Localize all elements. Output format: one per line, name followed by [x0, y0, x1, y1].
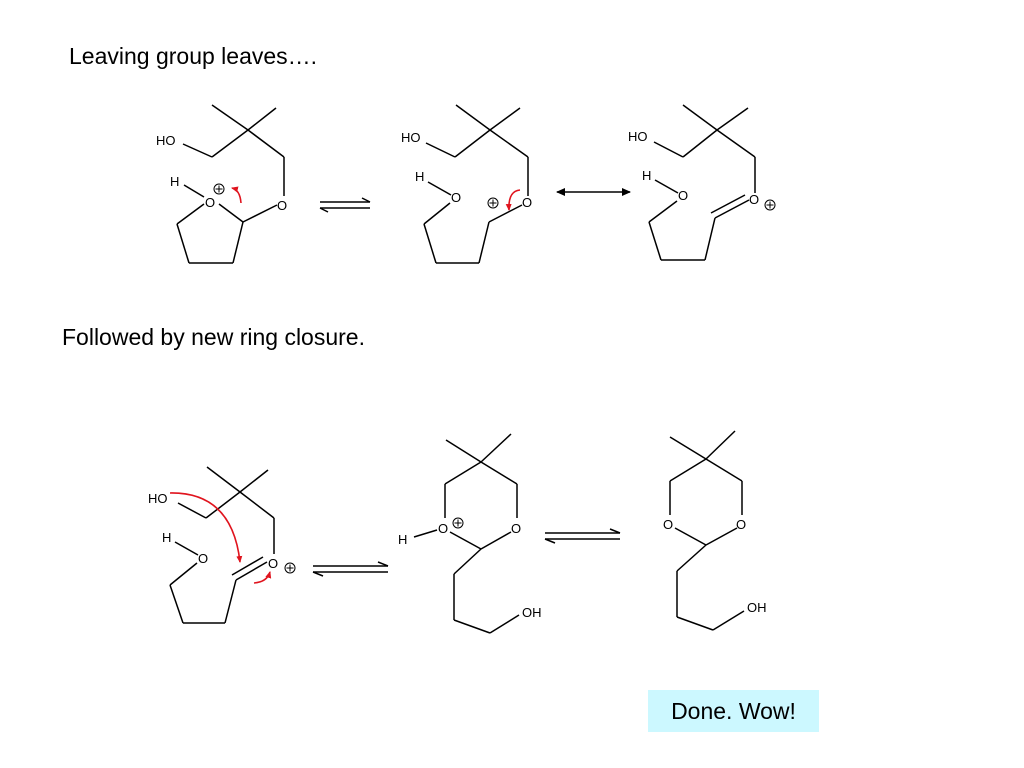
equilibrium-arrow-icon — [319, 197, 371, 213]
plus-charge-icon — [452, 517, 464, 529]
oxonium-oxygen-label: O — [268, 556, 278, 571]
hydroxyl-oxygen-label: O — [678, 188, 688, 203]
structure-oxocarbenium: HO H O O — [628, 104, 776, 261]
structure-ring-closure-attack: HO H O O — [148, 466, 296, 624]
hydroxyl-oxygen-label: O — [451, 190, 461, 205]
plus-charge-icon — [284, 562, 296, 574]
ring-oxygen-label: O — [511, 521, 521, 536]
hydroxyl-label: OH — [747, 600, 767, 615]
electron-arrow-icon — [505, 189, 521, 211]
electron-arrow-icon — [231, 186, 242, 204]
heading-leaving-group: Leaving group leaves…. — [69, 43, 318, 69]
hydrogen-label: H — [170, 174, 179, 189]
hydrogen-label: H — [398, 532, 407, 547]
oxonium-oxygen-label: O — [749, 192, 759, 207]
hydrogen-label: H — [162, 530, 171, 545]
structure-protonated-dioxane: O O H OH — [398, 433, 542, 634]
ring-oxygen-label: O — [663, 517, 673, 532]
hydroxyl-label: OH — [522, 605, 542, 620]
plus-charge-icon — [764, 199, 776, 211]
structure-protonated-acetal: HO H O O — [156, 104, 287, 264]
hydrogen-label: H — [415, 169, 424, 184]
done-callout: Done. Wow! — [648, 690, 819, 732]
hydroxyl-label: HO — [628, 129, 648, 144]
hydroxyl-oxygen-label: O — [198, 551, 208, 566]
electron-arrow-icon — [253, 571, 272, 584]
structure-dioxane-product: O O OH — [663, 430, 767, 631]
ring-oxygen-label: O — [205, 195, 215, 210]
plus-charge-icon — [487, 197, 499, 209]
ether-oxygen-label: O — [277, 198, 287, 213]
structure-open-chain-oxonium: HO H O O — [401, 104, 532, 264]
hydroxyl-label: HO — [148, 491, 168, 506]
equilibrium-arrow-icon — [312, 561, 389, 577]
equilibrium-arrow-icon — [544, 528, 621, 544]
ether-oxygen-label: O — [522, 195, 532, 210]
ring-oxygen-label: O — [736, 517, 746, 532]
hydroxyl-label: HO — [156, 133, 176, 148]
plus-charge-icon — [213, 183, 225, 195]
nucleophilic-attack-arrow-icon — [169, 492, 243, 563]
heading-ring-closure: Followed by new ring closure. — [62, 324, 365, 350]
hydrogen-label: H — [642, 168, 651, 183]
ring-oxygen-label: O — [438, 521, 448, 536]
hydroxyl-label: HO — [401, 130, 421, 145]
